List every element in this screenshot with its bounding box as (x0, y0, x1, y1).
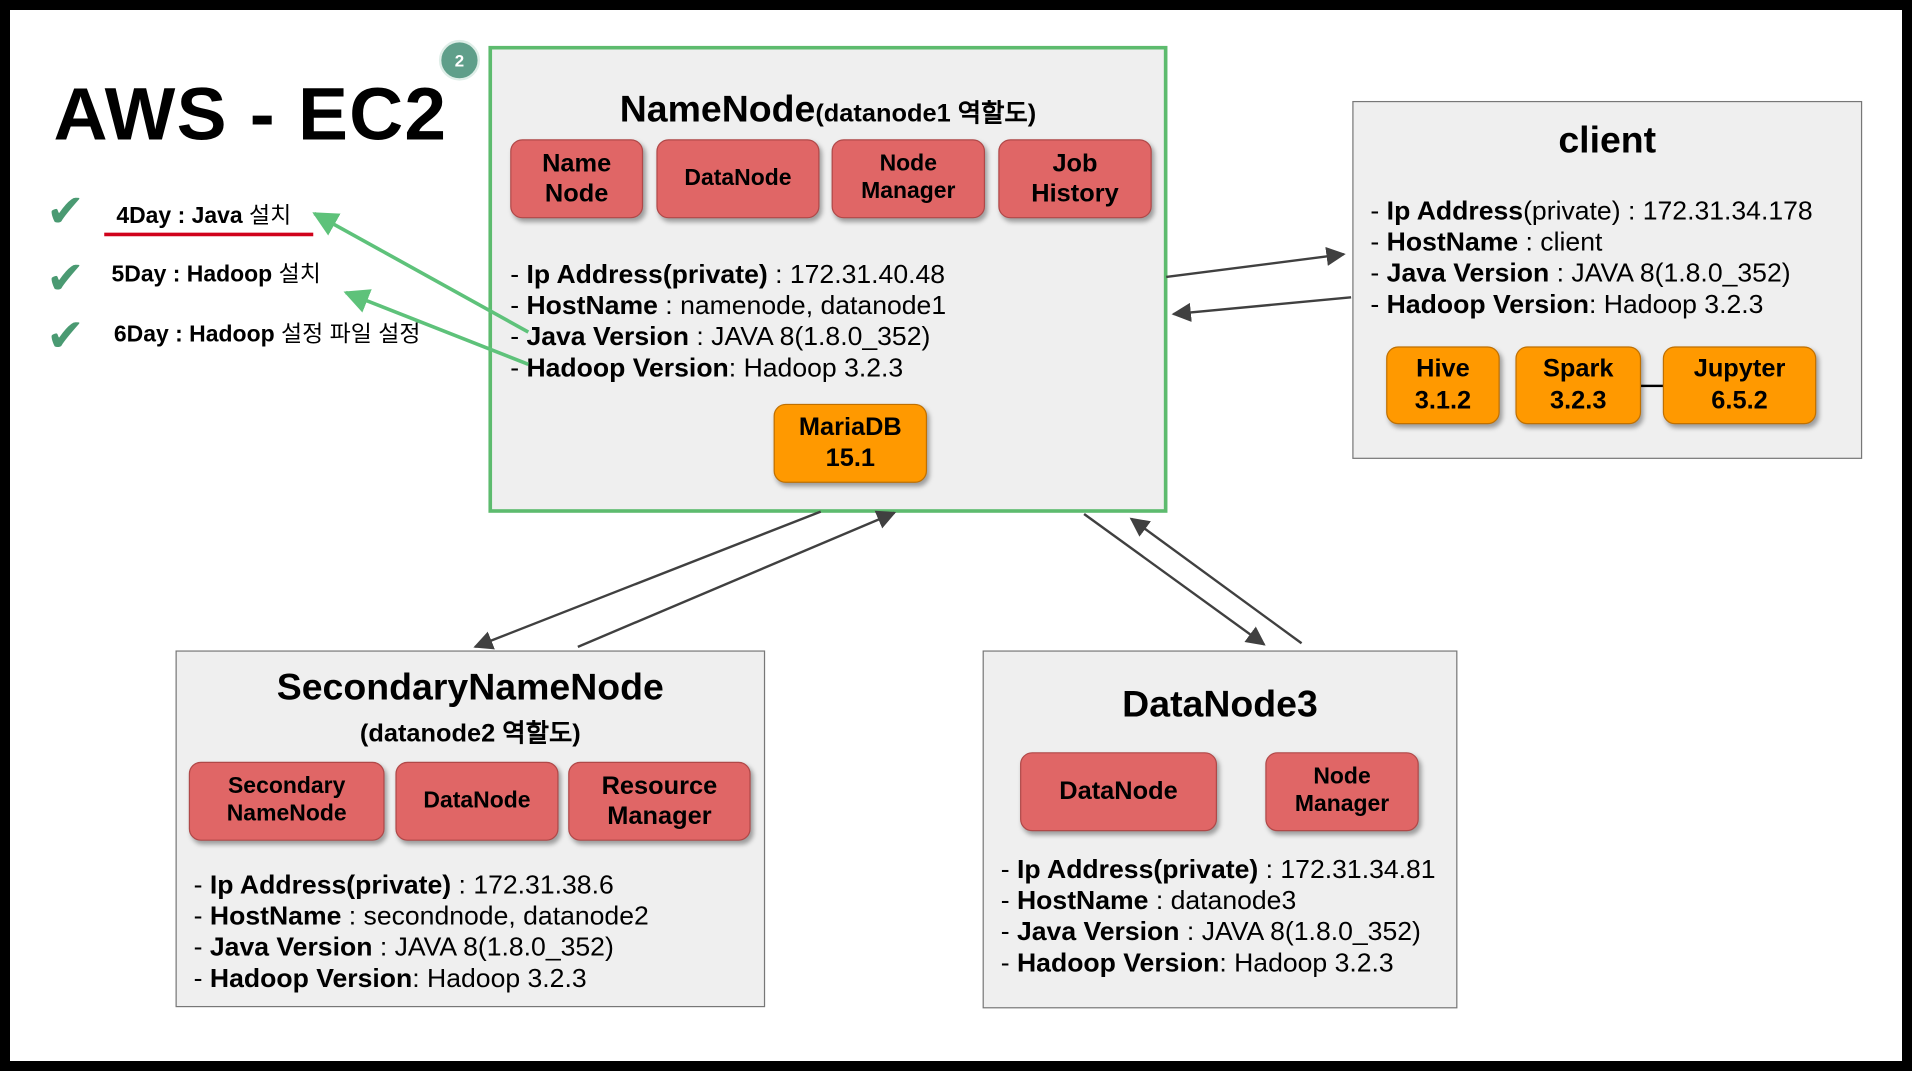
namenode-box: NameNode(datanode1 역할도) Name Node DataNo… (488, 45, 1168, 513)
service-datanode: DataNode (656, 139, 820, 219)
namenode-title-main: NameNode (619, 87, 816, 130)
service-nodemanager: Node Manager (831, 139, 986, 219)
checklist-kr-label: 설치 (249, 203, 292, 230)
arrow-namenode-to-client (1166, 246, 1346, 279)
checklist-day-label: 6Day : Hadoop (113, 322, 275, 348)
service-resourcemanager: Resource Manager (568, 761, 751, 841)
checklist-kr-label: 설치 (278, 262, 321, 288)
info-host: - HostName : client (1370, 226, 1603, 257)
checklist-day-label: 5Day : Hadoop (111, 262, 273, 288)
info-java: - Java Version : JAVA 8(1.8.0_352) (510, 321, 931, 352)
tool-connector (1628, 384, 1666, 387)
checklist-kr-label: 설정 파일 설정 (281, 322, 421, 348)
tool-mariadb: MariaDB 15.1 (773, 403, 928, 483)
diagram-canvas: AWS - EC2 2 ✔ 4Day : Java 설치 ✔ 5Day : Ha… (10, 10, 1902, 1061)
check-icon: ✔ (46, 311, 85, 362)
info-hadoop: - Hadoop Version: Hadoop 3.2.3 (1000, 947, 1394, 978)
checklist-day-label: 4Day : Java (116, 203, 243, 230)
step-badge: 2 (438, 39, 480, 81)
info-ip: - Ip Address(private) : 172.31.38.6 (193, 869, 614, 900)
service-datanode: DataNode (1020, 752, 1217, 832)
checklist-item-6day: 6Day : Hadoop 설정 파일 설정 (114, 316, 421, 348)
arrow-hadoop-reference (343, 289, 529, 367)
info-ip: - Ip Address(private) : 172.31.34.81 (1000, 853, 1436, 884)
arrow-secondary-to-namenode (577, 510, 897, 648)
info-hadoop: - Hadoop Version: Hadoop 3.2.3 (1370, 288, 1764, 319)
service-secondarynamenode: Secondary NameNode (188, 761, 385, 841)
info-ip: - Ip Address(private) : 172.31.40.48 (510, 258, 946, 289)
secondary-box: SecondaryNameNode (datanode2 역할도) Second… (175, 650, 766, 1008)
datanode3-info: - Ip Address(private) : 172.31.34.81 - H… (1001, 854, 1436, 978)
datanode3-title: DataNode3 (1122, 682, 1318, 725)
tool-hive: Hive 3.1.2 (1386, 346, 1500, 425)
info-host: - HostName : datanode3 (1000, 885, 1297, 916)
service-namenode: Name Node (510, 139, 644, 219)
datanode3-box: DataNode3 DataNode Node Manager - Ip Add… (982, 650, 1458, 1009)
secondary-subtitle: (datanode2 역할도) (359, 719, 581, 748)
connector-layer (312, 211, 1352, 650)
secondary-title: SecondaryNameNode (276, 666, 664, 708)
info-java: - Java Version : JAVA 8(1.8.0_352) (193, 931, 614, 962)
red-underline (104, 232, 314, 237)
service-nodemanager: Node Manager (1265, 752, 1419, 832)
page-title: AWS - EC2 (53, 73, 448, 157)
info-hadoop: - Hadoop Version: Hadoop 3.2.3 (510, 352, 904, 383)
tool-spark: Spark 3.2.3 (1515, 346, 1642, 425)
diagram-frame: AWS - EC2 2 ✔ 4Day : Java 설치 ✔ 5Day : Ha… (10, 10, 1902, 1061)
arrow-namenode-to-datanode3 (1083, 513, 1266, 646)
info-host: - HostName : namenode, datanode1 (510, 290, 947, 321)
client-info: - Ip Address(private) : 172.31.34.178 - … (1370, 196, 1812, 320)
info-host: - HostName : secondnode, datanode2 (193, 900, 649, 931)
info-java: - Java Version : JAVA 8(1.8.0_352) (1370, 257, 1791, 288)
namenode-title: NameNode(datanode1 역할도) (492, 88, 1164, 131)
checklist-item-4day: 4Day : Java 설치 (116, 198, 291, 230)
info-hadoop: - Hadoop Version: Hadoop 3.2.3 (193, 962, 587, 993)
secondary-info: - Ip Address(private) : 172.31.38.6 - Ho… (194, 870, 649, 994)
namenode-info: - Ip Address(private) : 172.31.40.48 - H… (510, 259, 946, 383)
service-datanode: DataNode (395, 761, 559, 841)
client-box: client - Ip Address(private) : 172.31.34… (1352, 100, 1863, 459)
arrow-client-to-namenode (1171, 296, 1352, 322)
checklist-item-5day: 5Day : Hadoop 설치 (111, 257, 320, 289)
tool-jupyter: Jupyter 6.5.2 (1662, 346, 1817, 425)
arrow-datanode3-to-namenode (1129, 517, 1303, 645)
info-java: - Java Version : JAVA 8(1.8.0_352) (1000, 916, 1421, 947)
check-icon: ✔ (46, 254, 85, 305)
arrow-namenode-to-secondary (473, 510, 822, 650)
check-icon: ✔ (46, 187, 85, 238)
arrow-java-reference (312, 211, 530, 334)
info-ip: - Ip Address(private) : 172.31.34.178 (1370, 195, 1813, 226)
client-title: client (1558, 118, 1657, 161)
namenode-subtitle: (datanode1 역할도) (815, 99, 1037, 128)
service-jobhistory: Job History (998, 139, 1152, 219)
